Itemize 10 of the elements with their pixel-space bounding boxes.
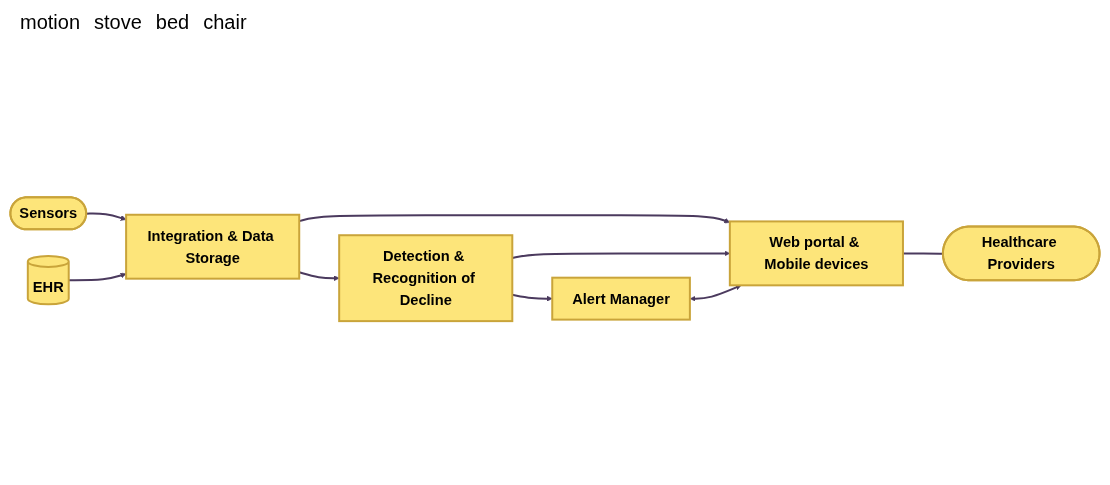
node-box: Web portal & Mobile devices	[728, 220, 904, 287]
sensor-type-label: motion	[20, 11, 81, 34]
sensor-type-label: bed	[155, 11, 190, 34]
sensor-type-label: chair	[203, 11, 247, 34]
sensor-type-label: stove	[94, 11, 142, 34]
node-box: Integration & Data Storage	[125, 214, 301, 280]
node-box: Detection & Recognition of Decline	[338, 234, 514, 323]
arrow	[689, 284, 742, 302]
arrow	[67, 272, 127, 282]
node-box: Alert Manager	[551, 276, 691, 321]
